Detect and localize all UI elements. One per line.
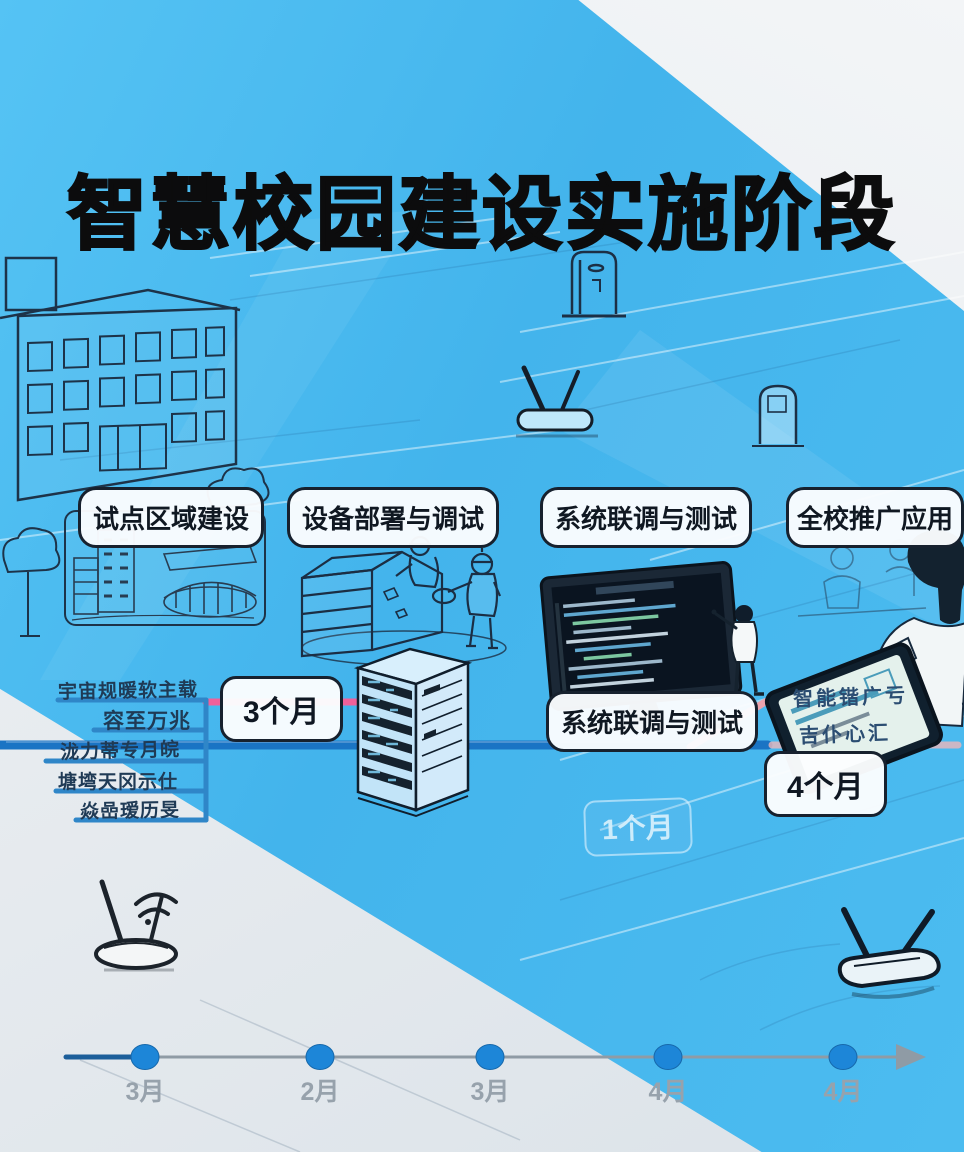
notes-bracket-connector [43, 697, 209, 823]
engineer-figure [711, 605, 764, 696]
duration-3-months: 3个月 [220, 676, 343, 742]
background-roads-sketch [0, 210, 964, 1152]
timeline-month-5: 4月 [823, 1078, 863, 1106]
timeline-dot [475, 1044, 505, 1070]
left-note-2: 容至万兆 [103, 710, 191, 733]
right-note-2: 吉仆心汇 [798, 722, 892, 748]
duration-1-month-watermark: 1个月 [583, 797, 693, 857]
phase-2-label: 设备部署与调试 [287, 487, 500, 548]
wifi-router-mid-icon [516, 365, 598, 438]
timeline-dot [653, 1044, 683, 1070]
timeline-month-2: 2月 [300, 1078, 340, 1106]
phase-3-caption: 系统联调与测试 [546, 691, 759, 752]
timeline-dot [130, 1044, 160, 1070]
right-note-1: 智能锴广亏 [792, 684, 909, 711]
school-building-illustration [0, 256, 270, 637]
timeline-dot [305, 1044, 335, 1070]
gate-kiosk-icon [562, 250, 626, 318]
left-note-3: 泷力蒂专月皖 [59, 739, 181, 764]
timeline-axis [63, 1044, 926, 1070]
install-workers-icon [300, 535, 507, 666]
left-note-1: 宇宙规暖软主载 [57, 679, 199, 704]
timeline-arrow-icon [896, 1044, 926, 1070]
signpost-icon [752, 384, 804, 447]
timeline-dot [828, 1044, 858, 1070]
phase-1-label: 试点区域建设 [78, 487, 265, 548]
page-title: 智慧校园建设实施阶段 [66, 168, 897, 260]
phase-4-label: 全校推广应用 [786, 487, 964, 548]
wifi-router-right-icon [837, 907, 941, 999]
timeline-month-3: 3月 [470, 1078, 510, 1106]
phase-3-label: 系统联调与测试 [540, 487, 753, 548]
duration-4-months: 4个月 [764, 751, 887, 817]
wifi-router-left-icon [94, 879, 178, 972]
left-note-5: 焱嵒瑷历旻 [79, 800, 181, 823]
code-monitor-icon [539, 561, 764, 731]
left-note-4: 塘塆天冈示仕 [58, 772, 179, 793]
timeline-month-1: 3月 [125, 1078, 165, 1106]
server-rack-icon [353, 647, 473, 818]
timeline-month-4: 4月 [648, 1078, 688, 1106]
